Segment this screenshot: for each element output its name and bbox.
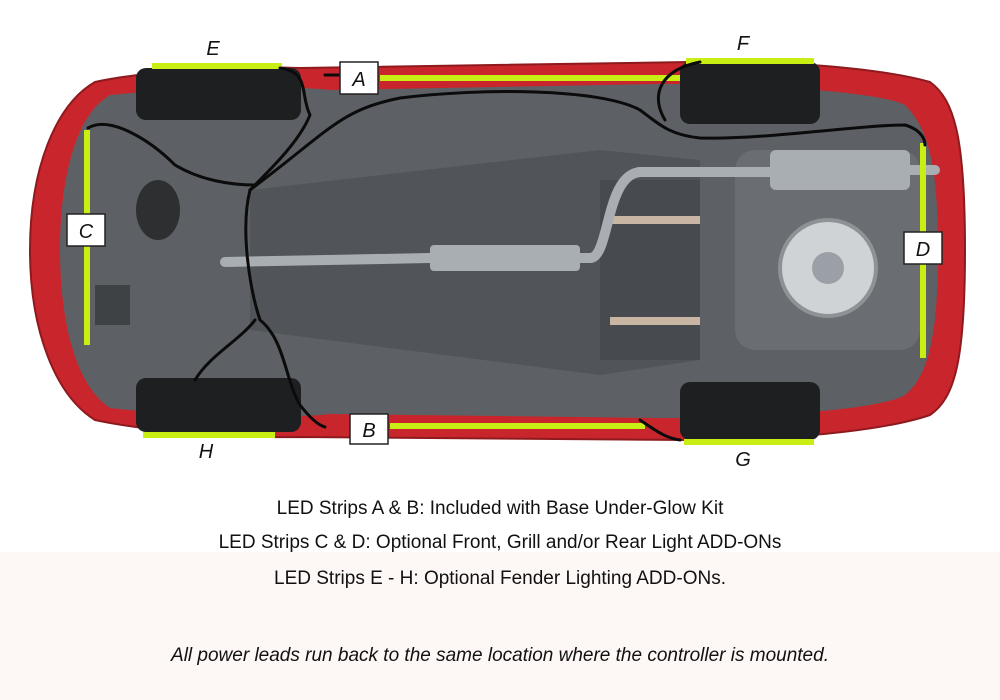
tire-rear-bottom [680, 382, 820, 440]
label-h: H [199, 441, 214, 463]
caption-line-2: LED Strips C & D: Optional Front, Grill … [218, 532, 782, 553]
rear-slat-bottom [610, 317, 700, 325]
tire-rear-top [680, 62, 820, 124]
power-wires [86, 60, 927, 442]
led-strip-g [684, 439, 814, 445]
rear-slat-top [610, 216, 700, 224]
oil-pan [136, 180, 180, 240]
label-e: E [206, 38, 220, 60]
led-strip-b [390, 423, 645, 429]
svg-text:B: B [362, 420, 375, 442]
led-strip-f [686, 58, 814, 64]
rear-tray [600, 180, 700, 360]
exhaust-muffler [770, 150, 910, 190]
caption-line-3: LED Strips E - H: Optional Fender Lighti… [274, 568, 726, 589]
caption-background [0, 552, 1000, 700]
label-g: G [735, 449, 751, 471]
svg-text:A: A [351, 69, 365, 91]
tire-front-top [136, 68, 301, 120]
exhaust-resonator [430, 245, 580, 271]
caption-line-1: LED Strips A & B: Included with Base Und… [276, 498, 724, 519]
led-strip-a [380, 75, 680, 81]
label-f: F [737, 33, 751, 55]
label-d: D [903, 231, 943, 265]
led-strip-e [152, 63, 282, 69]
led-strip-h [143, 432, 275, 438]
svg-text:C: C [79, 221, 94, 243]
spare-wheel-hub [812, 252, 844, 284]
front-grille [95, 285, 130, 325]
tire-front-bottom [136, 378, 301, 432]
label-b: B [349, 413, 389, 445]
label-a: A [339, 61, 379, 95]
svg-text:D: D [916, 239, 930, 261]
label-c: C [66, 213, 106, 247]
caption-note: All power leads run back to the same loc… [171, 645, 829, 666]
